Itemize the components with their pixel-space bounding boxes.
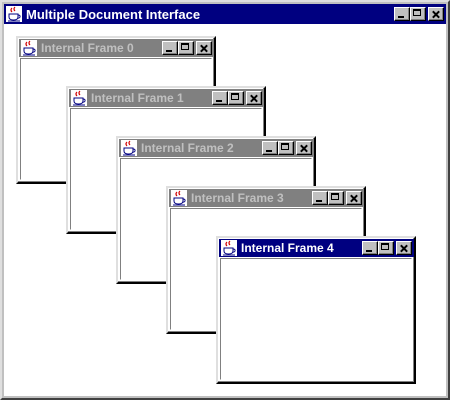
- window-controls: [394, 7, 444, 21]
- minimize-icon[interactable]: [312, 191, 328, 205]
- maximize-icon[interactable]: [410, 7, 426, 21]
- java-coffee-cup-icon[interactable]: [121, 140, 137, 156]
- internal-frame-4[interactable]: Internal Frame 4: [216, 236, 416, 384]
- frame-controls: [362, 241, 412, 255]
- minimize-icon[interactable]: [362, 241, 378, 255]
- internal-frame-title: Internal Frame 3: [191, 191, 284, 205]
- java-coffee-cup-icon[interactable]: [171, 190, 187, 206]
- frame-controls: [162, 41, 212, 55]
- close-icon[interactable]: [346, 191, 362, 205]
- internal-frame-title: Internal Frame 4: [241, 241, 334, 255]
- internal-frame-title-bar[interactable]: Internal Frame 3: [169, 189, 364, 207]
- minimize-icon[interactable]: [394, 7, 410, 21]
- java-coffee-cup-icon[interactable]: [221, 240, 237, 256]
- frame-controls: [312, 191, 362, 205]
- java-coffee-cup-icon[interactable]: [71, 90, 87, 106]
- java-coffee-cup-icon[interactable]: [6, 6, 22, 22]
- frame-controls: [212, 91, 262, 105]
- close-icon[interactable]: [296, 141, 312, 155]
- java-coffee-cup-icon[interactable]: [21, 40, 37, 56]
- internal-frame-title-bar[interactable]: Internal Frame 4: [219, 239, 414, 257]
- internal-frame-title: Internal Frame 1: [91, 91, 184, 105]
- internal-frame-title: Internal Frame 0: [41, 41, 134, 55]
- maximize-icon[interactable]: [328, 191, 344, 205]
- window-title: Multiple Document Interface: [26, 6, 201, 22]
- close-icon[interactable]: [396, 241, 412, 255]
- main-title-bar[interactable]: Multiple Document Interface: [4, 4, 446, 24]
- internal-frame-title: Internal Frame 2: [141, 141, 234, 155]
- close-icon[interactable]: [428, 7, 444, 21]
- internal-frame-title-bar[interactable]: Internal Frame 1: [69, 89, 264, 107]
- minimize-icon[interactable]: [212, 91, 228, 105]
- maximize-icon[interactable]: [378, 241, 394, 255]
- close-icon[interactable]: [246, 91, 262, 105]
- close-icon[interactable]: [196, 41, 212, 55]
- internal-frame-title-bar[interactable]: Internal Frame 0: [19, 39, 214, 57]
- maximize-icon[interactable]: [278, 141, 294, 155]
- desktop-pane[interactable]: Internal Frame 0 Internal Frame 1 Internal…: [4, 24, 446, 396]
- minimize-icon[interactable]: [262, 141, 278, 155]
- maximize-icon[interactable]: [178, 41, 194, 55]
- maximize-icon[interactable]: [228, 91, 244, 105]
- internal-frame-title-bar[interactable]: Internal Frame 2: [119, 139, 314, 157]
- minimize-icon[interactable]: [162, 41, 178, 55]
- frame-controls: [262, 141, 312, 155]
- internal-frame-content[interactable]: [220, 258, 412, 380]
